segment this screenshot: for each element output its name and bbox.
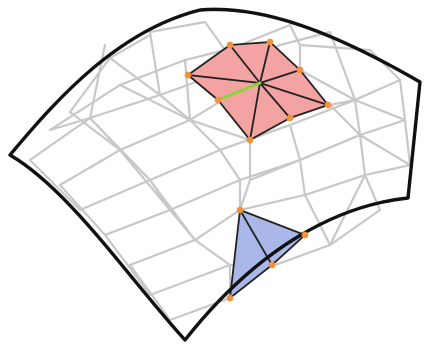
mesh-edge bbox=[360, 135, 410, 165]
mesh-edge bbox=[240, 140, 250, 210]
mesh-edge bbox=[150, 180, 195, 240]
vertex-marker bbox=[297, 67, 304, 74]
mesh-edge bbox=[70, 35, 150, 112]
mesh-edge bbox=[70, 112, 120, 150]
mesh-edge bbox=[170, 298, 230, 320]
blue-patch bbox=[230, 210, 305, 298]
vertex-marker bbox=[269, 262, 276, 269]
mesh-edge bbox=[30, 160, 80, 210]
mesh-edge bbox=[250, 160, 300, 180]
vertex-marker bbox=[287, 115, 294, 122]
vertex-marker bbox=[247, 137, 254, 144]
mesh-edge bbox=[185, 60, 190, 120]
vertex-marker bbox=[267, 39, 274, 46]
vertex-marker bbox=[227, 295, 234, 302]
vertex-marker bbox=[227, 42, 234, 49]
mesh-edge bbox=[110, 58, 160, 95]
mesh-edge bbox=[60, 185, 105, 235]
mesh-edge bbox=[355, 100, 405, 120]
vertex-marker bbox=[185, 72, 192, 79]
mesh-edge bbox=[300, 135, 360, 160]
vertex-marker bbox=[237, 207, 244, 214]
vertex-marker bbox=[325, 102, 332, 109]
mesh-edge bbox=[120, 150, 170, 210]
mesh-edge bbox=[105, 235, 150, 295]
mesh-edge bbox=[130, 265, 170, 320]
vertex-marker bbox=[215, 97, 222, 104]
blue-patch-fill bbox=[230, 210, 305, 298]
vertex-marker bbox=[302, 232, 309, 239]
